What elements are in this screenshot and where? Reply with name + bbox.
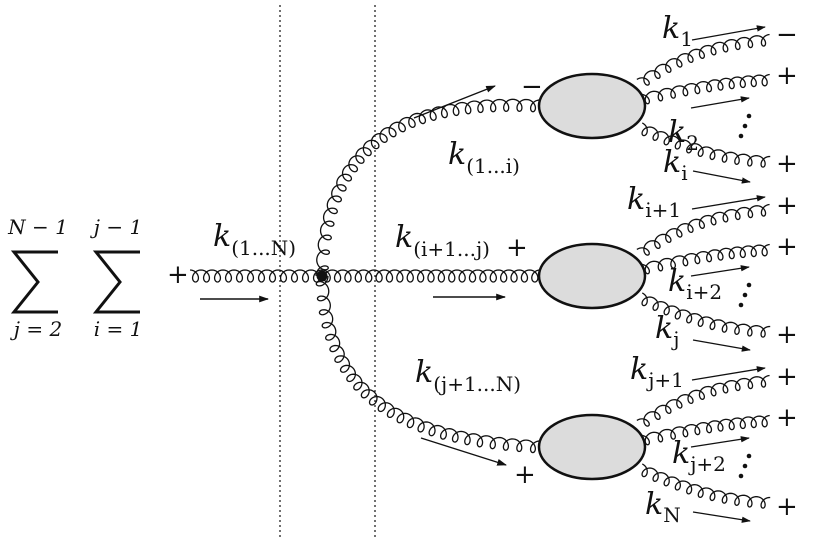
outgoing-arrow	[691, 195, 766, 210]
ellipsis-dot	[746, 282, 752, 288]
outgoing-arrow	[692, 170, 751, 184]
helicity-k2: +	[776, 61, 798, 91]
blob-top	[537, 72, 647, 140]
incoming-helicity: +	[167, 260, 189, 290]
outgoing-arrow	[691, 366, 766, 381]
outgoing-label-ki+2: ki+2	[668, 264, 722, 304]
gluon-outgoing	[638, 414, 770, 446]
outgoing-label-k2: k2	[668, 115, 699, 155]
outgoing-arrow	[692, 339, 751, 352]
incoming-momentum-label: k(1...N)	[213, 219, 296, 260]
ellipsis-dot	[738, 133, 744, 139]
gluon-outgoing	[636, 203, 770, 256]
helicity-kj+2: +	[776, 403, 798, 433]
helicity-ki: +	[776, 149, 798, 179]
vertex	[316, 270, 328, 282]
gluon-outgoing	[636, 33, 770, 86]
ellipsis-dot	[742, 463, 748, 469]
branch-arrow-bottom	[420, 437, 507, 466]
helicity-kj: +	[776, 320, 798, 350]
outgoing-label-kj+2: kj+2	[672, 436, 726, 476]
gluon-outgoing	[641, 122, 771, 168]
branch-middle-momentum-label: k(i+1...j)	[395, 220, 490, 261]
ellipsis-dot	[742, 123, 748, 129]
branch-middle-helicity: +	[506, 233, 528, 263]
gluon-incoming	[189, 269, 323, 283]
outgoing-label-ki: ki	[663, 145, 688, 185]
outgoing-arrow	[690, 96, 750, 109]
branch-bottom-helicity: +	[514, 460, 536, 490]
gluon-lines	[189, 33, 771, 509]
sum-inner-lower-limit: i = 1	[94, 317, 143, 341]
sigma-inner	[92, 250, 140, 314]
outgoing-group-2: ki+1 ki+2 kj + + +	[627, 182, 798, 352]
outgoing-arrow	[690, 436, 750, 448]
branch-arrow-top	[413, 85, 496, 119]
gluon-outgoing	[641, 463, 771, 509]
outgoing-arrow	[690, 265, 750, 277]
summation-inner: j − 1 i = 1	[90, 215, 143, 341]
gluon-outgoing	[636, 374, 770, 427]
gluon-outgoing	[638, 243, 770, 275]
outgoing-label-kN: kN	[645, 487, 681, 527]
gluon-internal-bottom	[315, 275, 541, 454]
ellipsis-dot	[738, 473, 744, 479]
sum-outer-upper-limit: N − 1	[7, 215, 68, 239]
outgoing-group-3: kj+1 kj+2 kN + + +	[630, 352, 798, 527]
outgoing-group-1: k1 k2 ki − + +	[662, 11, 798, 185]
helicity-ki+2: +	[776, 232, 798, 262]
helicity-ki+1: +	[776, 191, 798, 221]
gluon-internal-middle	[321, 269, 541, 283]
ellipsis-dot	[738, 302, 744, 308]
sum-inner-upper-limit: j − 1	[90, 215, 142, 239]
blob-bottom	[537, 413, 647, 481]
sum-outer-lower-limit: j = 2	[10, 317, 62, 341]
gluon-internal-top	[315, 98, 541, 276]
gluon-outgoing	[641, 292, 771, 338]
outgoing-label-kj: kj	[655, 311, 679, 351]
outgoing-label-ki+1: ki+1	[627, 182, 681, 222]
ellipsis-dot	[746, 113, 752, 119]
helicity-kN: +	[776, 492, 798, 522]
summation-outer: N − 1 j = 2	[7, 215, 68, 341]
branch-bottom-momentum-label: k(j+1...N)	[415, 355, 521, 396]
helicity-k1: −	[776, 20, 798, 50]
branch-top-helicity: −	[521, 72, 543, 102]
blob-middle	[537, 242, 647, 310]
branch-top-momentum-label: k(1...i)	[448, 137, 520, 178]
ellipsis-dot	[742, 292, 748, 298]
helicity-kj+1: +	[776, 362, 798, 392]
sigma-outer	[10, 250, 58, 314]
ellipsis-dot	[746, 453, 752, 459]
outgoing-arrow	[692, 511, 751, 523]
gluon-outgoing	[638, 73, 770, 105]
outgoing-label-kj+1: kj+1	[630, 352, 684, 392]
outgoing-arrow	[691, 25, 766, 41]
outgoing-label-k1: k1	[662, 11, 693, 51]
